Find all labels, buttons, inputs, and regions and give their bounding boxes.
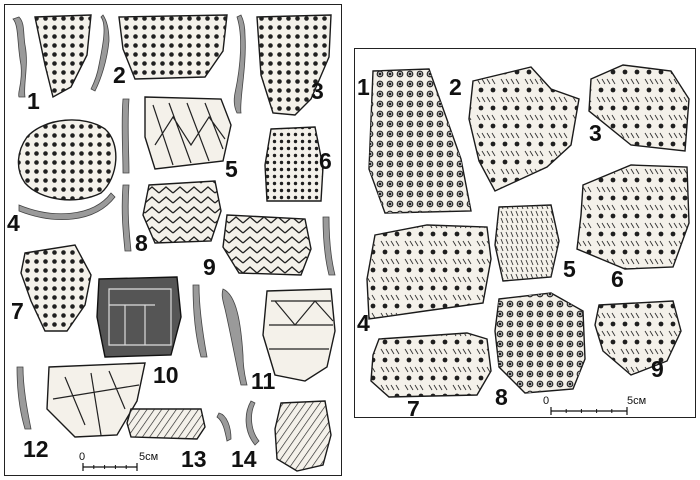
incised-lines	[269, 300, 334, 350]
sherd-5: 5	[121, 96, 238, 182]
sherd-5: 5	[494, 204, 576, 282]
profile-section	[18, 192, 116, 220]
mixed-ornament	[367, 225, 491, 319]
sherd-4: 4	[357, 224, 492, 336]
figure-number: 2	[113, 62, 126, 88]
sherd-9: 9	[203, 214, 336, 280]
pit-ornament	[21, 245, 91, 331]
mixed-ornament	[589, 65, 689, 151]
sherd-10: 10	[96, 276, 208, 388]
scale-bar: 0 5см	[79, 451, 158, 471]
right-plate-drawing: 1 2 3 4 5 6 7 8	[357, 64, 690, 416]
profile-section	[90, 14, 110, 92]
incised-lines	[152, 102, 226, 166]
figure-number: 7	[11, 298, 24, 324]
figure-number: 5	[225, 156, 238, 182]
pit-ornament	[369, 69, 471, 213]
pit-ornament	[18, 119, 116, 200]
sherd-7: 7	[11, 244, 92, 332]
scale-bar: 0 5см	[543, 395, 646, 415]
figure-number: 7	[407, 396, 420, 416]
figure-number: 10	[153, 362, 179, 388]
profile-section	[322, 216, 336, 276]
sherd-1: 1	[357, 68, 472, 214]
sherd-outline	[96, 276, 182, 358]
incised-lines	[108, 288, 172, 346]
profile-section	[192, 284, 208, 358]
sherd-3: 3	[588, 64, 690, 152]
figure-number: 3	[311, 78, 324, 104]
sherd-outline	[262, 288, 336, 382]
pit-ornament	[495, 293, 585, 393]
left-plate: 1 2 3 4 5 6 7	[4, 4, 342, 476]
figure-number: 11	[251, 368, 276, 394]
sherd-4: 4	[7, 119, 117, 236]
scale-zero-label: 0	[79, 451, 85, 463]
figure-number: 1	[357, 74, 370, 100]
profile-section	[121, 184, 132, 252]
sherd-2: 2	[113, 14, 228, 88]
figure-number: 8	[135, 230, 148, 256]
chevron-ornament	[223, 215, 311, 275]
incised-lines	[52, 370, 140, 436]
mixed-ornament	[595, 301, 681, 375]
sherd-outline	[46, 362, 146, 438]
hatch-ornament	[275, 401, 331, 471]
comb-ornament	[495, 205, 559, 281]
mixed-ornament	[469, 67, 579, 191]
figure-number: 13	[181, 446, 207, 472]
scale-zero-label: 0	[543, 395, 549, 407]
profile-section	[121, 98, 130, 174]
sherd-8: 8	[121, 180, 222, 256]
figure-number: 9	[651, 356, 664, 382]
scale-length-label: 5см	[139, 451, 158, 463]
sherd-6: 6	[264, 126, 332, 202]
profile-section	[245, 400, 260, 446]
figure-number: 4	[357, 310, 370, 336]
sherd-12: 12	[16, 362, 146, 462]
mixed-ornament	[577, 165, 689, 269]
pit-ornament	[257, 15, 331, 115]
figure-number: 12	[23, 436, 49, 462]
sherd-11: 11	[221, 288, 336, 394]
profile-section	[12, 16, 27, 98]
sherd-13: 13	[126, 408, 207, 472]
figure-number: 9	[203, 254, 216, 280]
sherd-outline	[144, 96, 232, 170]
sherd-2: 2	[449, 66, 580, 192]
pit-ornament	[35, 15, 91, 97]
profile-section	[221, 288, 248, 386]
profile-section	[216, 412, 232, 442]
scale-length-label: 5см	[627, 395, 646, 407]
sherd-1: 1	[12, 14, 110, 114]
sherd-7: 7	[370, 332, 492, 416]
figure-number: 2	[449, 74, 462, 100]
pit-ornament	[119, 15, 227, 79]
figure-number: 3	[589, 120, 602, 146]
profile-section	[16, 366, 32, 430]
figure-number: 6	[319, 148, 332, 174]
figure-number: 14	[231, 446, 257, 472]
figure-number: 8	[495, 384, 508, 410]
figure-number: 5	[563, 256, 576, 282]
figure-number: 4	[7, 210, 20, 236]
mixed-ornament	[371, 333, 491, 397]
right-plate: 1 2 3 4 5 6 7 8	[354, 48, 696, 418]
sherd-14: 14	[216, 400, 332, 472]
profile-section	[233, 14, 246, 114]
sherd-8: 8	[494, 292, 586, 410]
pit-ornament	[265, 127, 323, 201]
sherd-9: 9	[594, 300, 682, 382]
sherd-6: 6	[576, 164, 690, 292]
figure-number: 1	[27, 88, 40, 114]
chevron-ornament	[143, 181, 221, 243]
left-plate-drawing: 1 2 3 4 5 6 7	[7, 14, 336, 472]
sherd-3: 3	[233, 14, 332, 116]
figure-number: 6	[611, 266, 624, 292]
hatch-ornament	[127, 409, 205, 439]
